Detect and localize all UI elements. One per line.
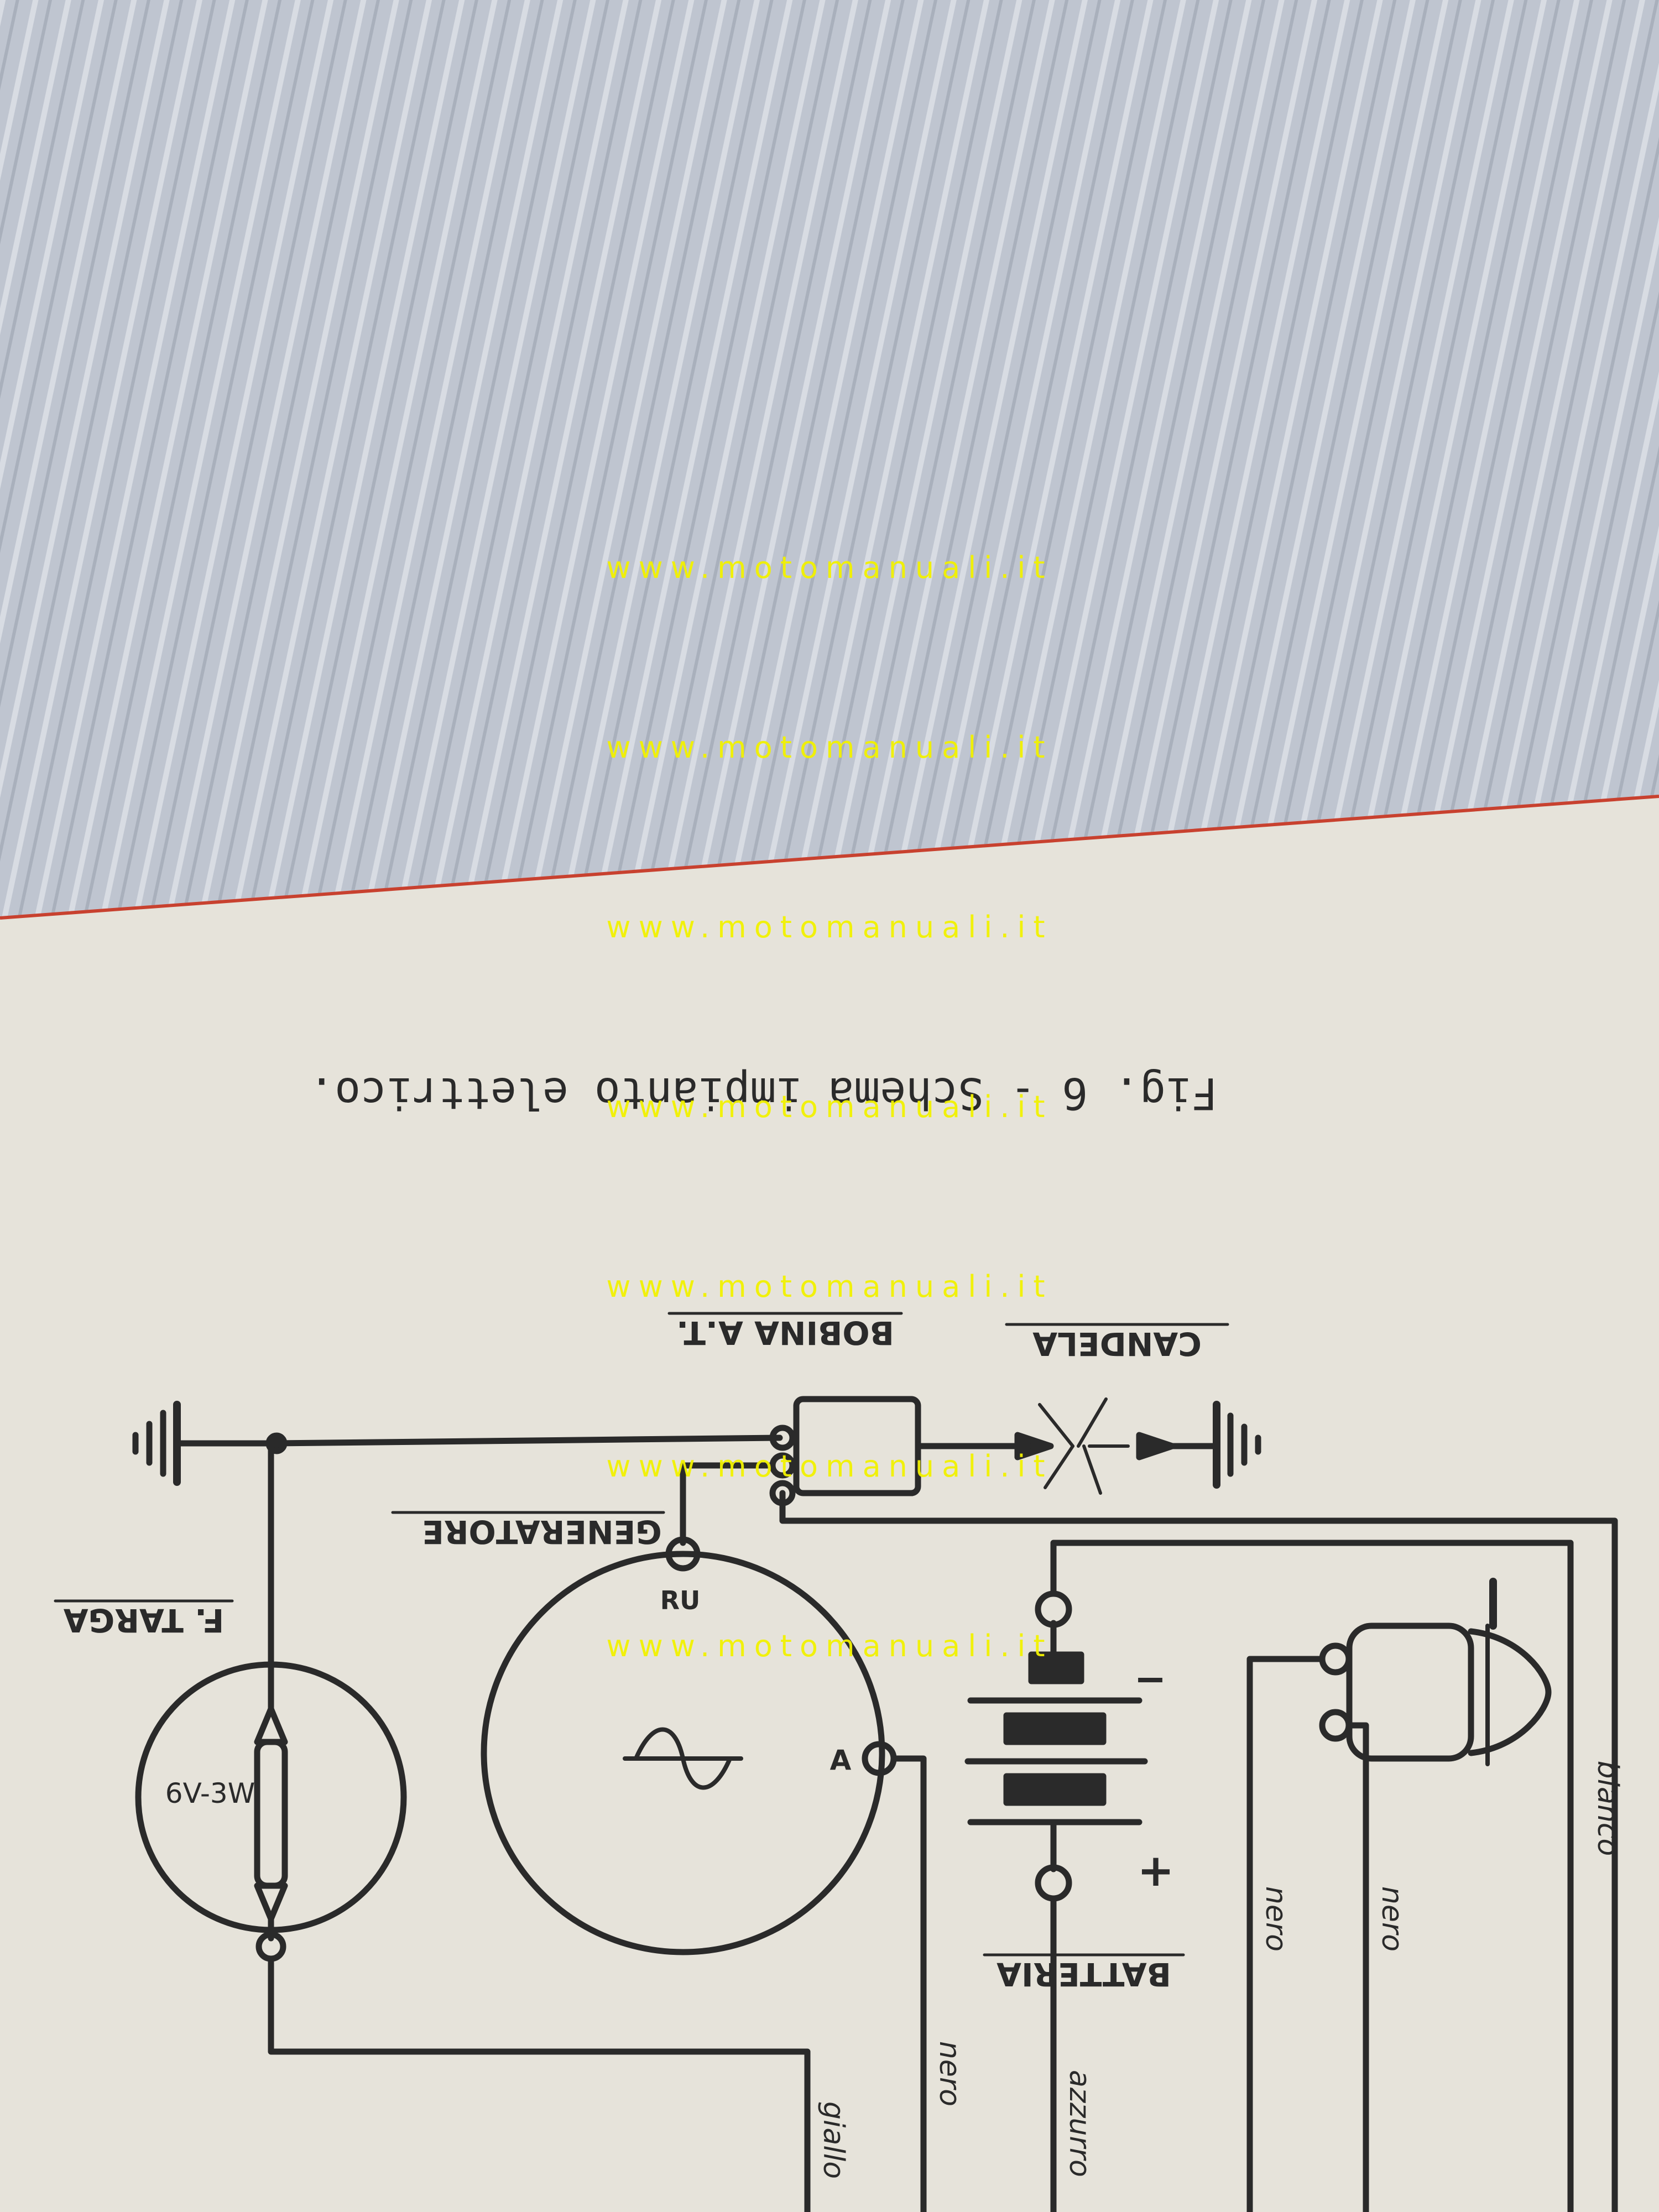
wire-label-azzurro: azzurro xyxy=(1063,2070,1096,2177)
wire-label-bianco: bianco xyxy=(1591,1761,1624,1856)
wire-generatore-bobina xyxy=(680,1462,772,1546)
wire-nero-horn-1 xyxy=(1246,1656,1326,2212)
wire-bianco xyxy=(779,1490,1618,2212)
battery-cell-2 xyxy=(1003,1712,1107,1745)
wire-giallo xyxy=(268,1955,811,2212)
generatore-sine-symbol xyxy=(623,1727,743,1790)
schematic: Fig. 6 - Schema impianto elettrico. BOBI… xyxy=(54,1068,1624,2212)
battery-plus-sign: + xyxy=(1137,1845,1174,1896)
wire-label-giallo: giallo xyxy=(817,2101,850,2179)
bobina-terminal-top xyxy=(769,1425,796,1451)
wire-nero-generatore xyxy=(890,1755,927,2212)
wire-label-nero-2: nero xyxy=(1259,1886,1292,1952)
spark-gap xyxy=(1038,1397,1130,1495)
paper-red-edge xyxy=(0,795,1659,920)
label-batteria: BATTERIA xyxy=(997,1955,1171,1993)
label-generatore: GENERATORE xyxy=(422,1513,662,1551)
generatore-terminal-ru xyxy=(665,1536,701,1572)
wire-label-nero-1: nero xyxy=(933,2041,966,2106)
bobina-terminal-mid xyxy=(769,1452,796,1479)
wire-battery-minus xyxy=(1050,1540,1574,2212)
generatore-label-ru: RU xyxy=(660,1585,701,1615)
generatore-label-a: A xyxy=(830,1744,852,1776)
ground-symbol-left xyxy=(132,1401,181,1486)
generatore-body xyxy=(481,1551,885,1955)
label-bobina: BOBINA A.T. xyxy=(676,1314,894,1352)
wire-label-nero-3: nero xyxy=(1375,1886,1408,1952)
label-candela: CANDELA xyxy=(1032,1325,1202,1363)
battery-minus-sign: − xyxy=(1134,1656,1167,1702)
targa-bulb-cap-bottom xyxy=(254,1882,288,1922)
battery-cell-3 xyxy=(1003,1773,1107,1806)
ground-symbol-candela xyxy=(1213,1401,1261,1489)
paper-sheet xyxy=(0,796,1659,2212)
targa-bulb-rating: 6V-3W xyxy=(165,1777,255,1809)
figure-caption: Fig. 6 - Schema impianto elettrico. xyxy=(309,1068,1218,1118)
horn-body xyxy=(1346,1623,1474,1762)
label-targa: F. TARGA xyxy=(64,1601,225,1639)
targa-bulb-cap-top xyxy=(254,1705,288,1745)
horn-dome xyxy=(1468,1628,1552,1756)
wire-nero-horn-2 xyxy=(1345,1722,1369,2212)
